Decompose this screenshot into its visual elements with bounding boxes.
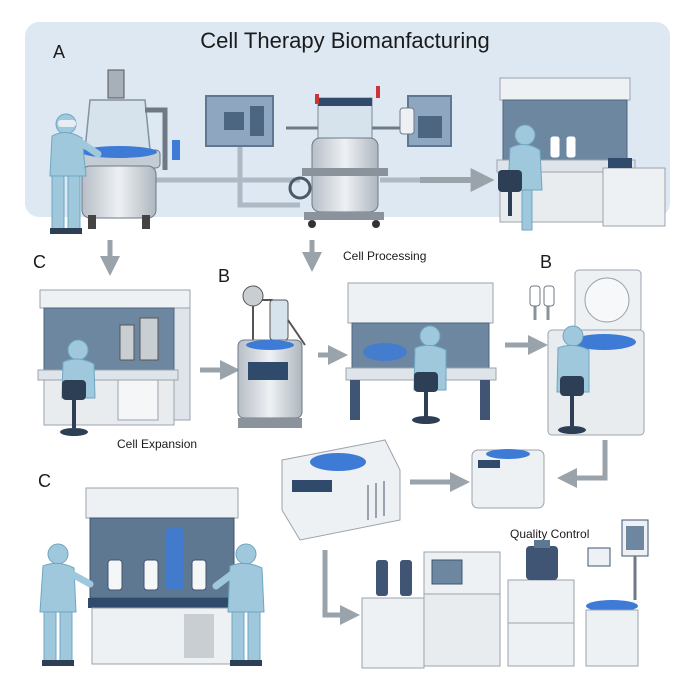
centrifuge-large xyxy=(281,439,401,541)
bioreactor-a xyxy=(77,69,180,229)
panel-label-b-right: B xyxy=(540,252,552,272)
operator-a xyxy=(49,113,102,234)
lab-window-right xyxy=(407,95,452,147)
arrow-return-to-centrifuge-b xyxy=(557,440,608,488)
label-quality-control: Quality Control xyxy=(510,527,589,541)
diagram-title: Cell Therapy Biomanfacturing xyxy=(200,28,489,53)
panel-label-c-bottom: C xyxy=(38,471,51,491)
biosafety-cabinet-expansion xyxy=(37,289,191,426)
operator-isolator-right xyxy=(212,543,265,666)
operator-isolator-left xyxy=(39,543,94,666)
operator-centrifuge xyxy=(556,325,590,434)
panel-label-b-left: B xyxy=(218,266,230,286)
operator-expansion xyxy=(60,339,96,436)
operator-processing xyxy=(412,325,447,424)
bioreactor-b xyxy=(237,285,306,428)
biosafety-cabinet-top xyxy=(496,77,666,227)
fill-finish-isolator xyxy=(85,487,239,665)
lab-window-left xyxy=(205,95,274,147)
qc-analyzer-station xyxy=(423,551,501,667)
arrow-to-quality-control xyxy=(322,550,360,625)
qc-bench-left xyxy=(361,560,425,669)
label-cell-processing: Cell Processing xyxy=(343,249,426,263)
label-cell-expansion: Cell Expansion xyxy=(117,437,197,451)
jacketed-vessel xyxy=(286,86,415,228)
qc-flow-station xyxy=(585,519,649,667)
qc-instrument-cabinet xyxy=(507,540,575,667)
panel-label-a: A xyxy=(53,42,65,62)
centrifuge-benchtop xyxy=(471,449,545,509)
operator-cabinet-top xyxy=(498,124,543,231)
panel-label-c-top: C xyxy=(33,252,46,272)
